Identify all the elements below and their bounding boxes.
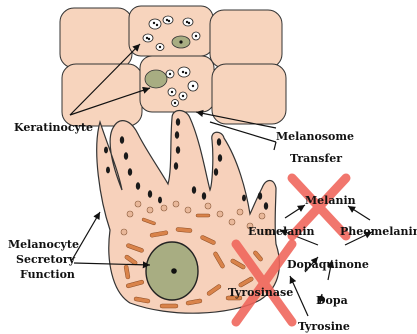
- pathway-eumelanin: Eumelanin: [248, 225, 315, 238]
- pathway-tyrosine: Tyrosine: [298, 320, 350, 333]
- label-melanocyte-line1: Melanocyte: [8, 238, 79, 251]
- keratinocyte-cell: [129, 6, 213, 56]
- keratinocyte-cell: [60, 8, 132, 68]
- nucleolus: [171, 268, 177, 274]
- pathway-tyrosinase: Tyrosinase: [228, 286, 293, 299]
- melanocyte: [97, 111, 280, 314]
- keratinocyte-cell: [210, 10, 282, 68]
- label-melanosome-transfer-line1: Melanosome: [276, 130, 354, 143]
- keratinocyte-cells: [60, 6, 286, 126]
- pathway-pheomelanin: Pheomelanin: [340, 225, 417, 238]
- pathway-dopa: Dopa: [316, 294, 348, 307]
- label-melanocyte-line3: Function: [20, 268, 75, 281]
- pathway-melanin: Melanin: [305, 194, 356, 207]
- label-melanocyte-line2: Secretory: [16, 253, 76, 266]
- label-melanosome-transfer-line2: Transfer: [290, 152, 342, 165]
- keratinocyte-nucleus: [145, 70, 167, 88]
- keratinocyte-cell: [212, 64, 286, 124]
- label-keratinocyte: Keratinocyte: [14, 121, 93, 134]
- pathway-dopaquinone: Dopaquinone: [287, 258, 369, 271]
